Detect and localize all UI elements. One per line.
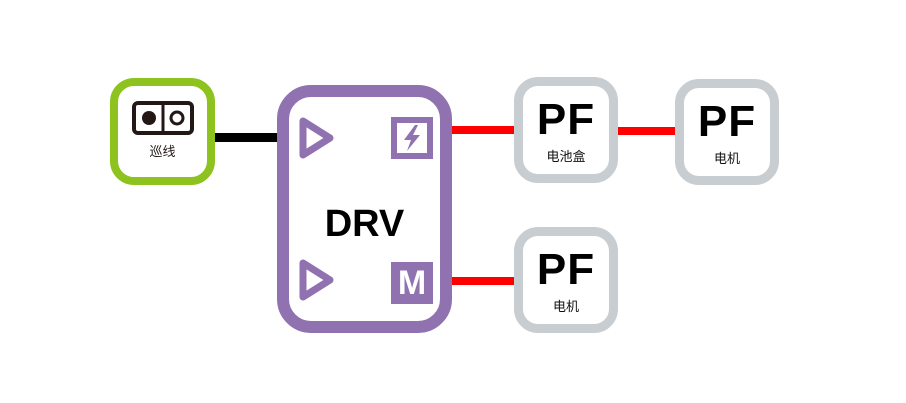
input-port-2-icon bbox=[299, 259, 334, 301]
sensor-label: 巡线 bbox=[149, 145, 176, 160]
power-port-icon bbox=[391, 117, 433, 159]
motor-top-node[interactable]: PF 电机 bbox=[675, 79, 779, 185]
motor-top-title: PF bbox=[697, 97, 757, 146]
motor-bottom-node[interactable]: PF 电机 bbox=[514, 227, 618, 333]
driver-label: DRV bbox=[324, 203, 405, 245]
motor-port-label: M bbox=[397, 264, 427, 302]
line-sensor-node[interactable]: 巡线 bbox=[110, 78, 215, 185]
battery-box-node[interactable]: PF 电池盒 bbox=[514, 77, 618, 183]
motor-bottom-sublabel: 电机 bbox=[552, 300, 579, 315]
connection-battery-motor bbox=[616, 127, 678, 135]
battery-title: PF bbox=[536, 95, 596, 144]
line-sensor-icon bbox=[131, 101, 194, 135]
motor-port-icon: M bbox=[391, 262, 433, 304]
input-port-1-icon bbox=[299, 117, 334, 159]
connection-driver-battery bbox=[450, 126, 516, 134]
motor-bottom-title: PF bbox=[536, 245, 596, 294]
motor-top-sublabel: 电机 bbox=[713, 152, 740, 167]
driver-node[interactable]: DRV M bbox=[277, 85, 452, 333]
battery-sublabel: 电池盒 bbox=[546, 150, 586, 165]
connection-driver-motor bbox=[450, 277, 516, 285]
connection-sensor-driver bbox=[212, 133, 280, 142]
